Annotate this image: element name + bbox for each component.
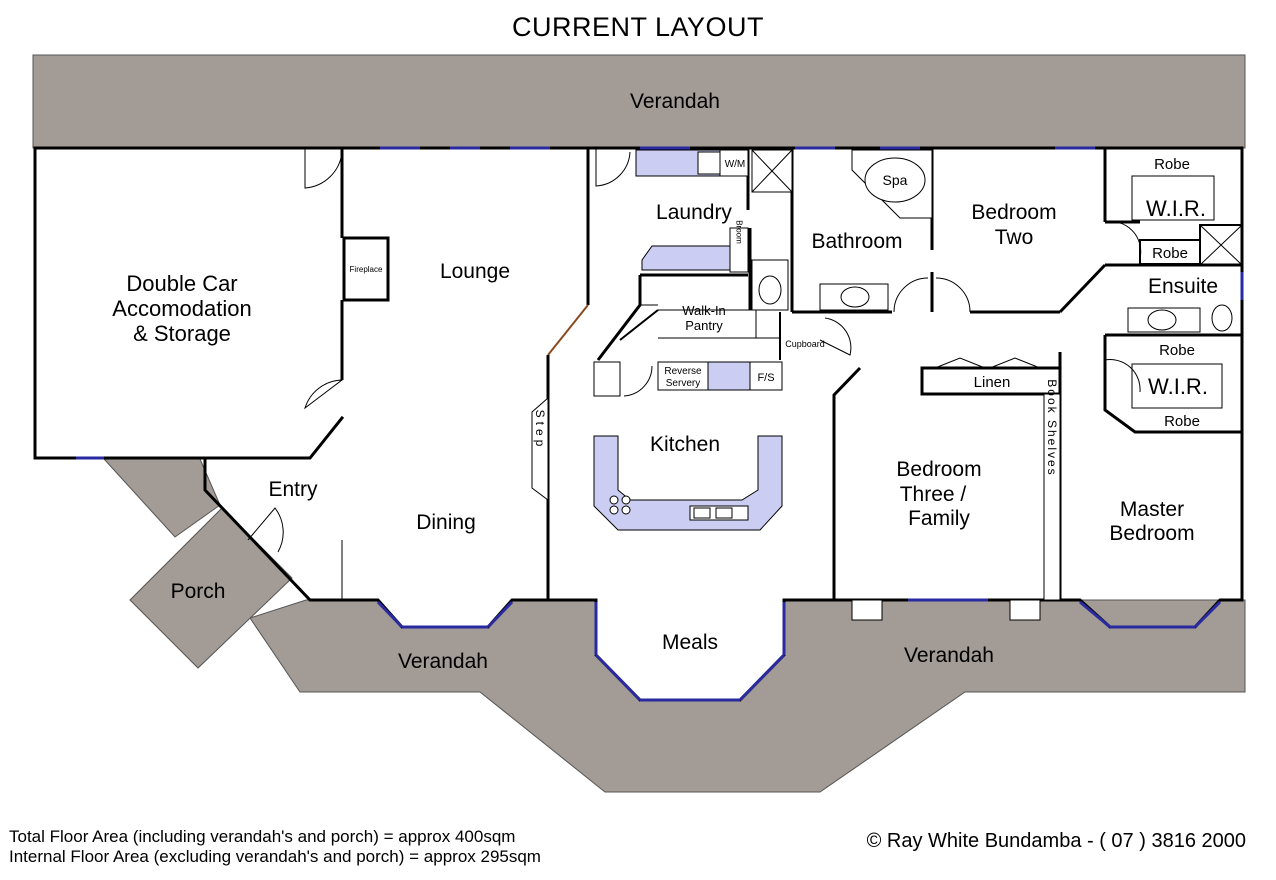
kitchen-label: Kitchen [650, 433, 720, 456]
step-label: Step [533, 410, 547, 451]
porch-label: Porch [171, 580, 226, 603]
entry-label: Entry [268, 478, 318, 501]
robe-mid-label: Robe [1159, 342, 1195, 359]
bathroom-label: Bathroom [811, 230, 902, 253]
servery-benches [593, 304, 783, 397]
laundry-benches [635, 149, 749, 273]
internal-walls [340, 148, 1242, 600]
bedroom-three-label-line3: Family [908, 507, 970, 530]
garage-label-line1: Double Car [126, 271, 237, 296]
fireplace-label: Fireplace [350, 265, 383, 274]
fs-label: F/S [757, 372, 774, 384]
agency-credit: © Ray White Bundamba - ( 07 ) 3816 2000 [866, 830, 1246, 852]
bathroom-fittings [751, 149, 933, 311]
verandah-side-strip [102, 458, 221, 538]
internal-floor-area: Internal Floor Area (excluding verandah'… [9, 847, 541, 866]
plan-title: CURRENT LAYOUT [511, 12, 765, 42]
master-bedroom-label-line1: Master [1120, 498, 1184, 521]
bookshelf [1043, 393, 1061, 601]
verandah-top [32, 54, 1246, 149]
ensuite-label: Ensuite [1148, 275, 1218, 298]
step [531, 396, 549, 501]
master-bedroom-label-line2: Bedroom [1109, 522, 1194, 545]
bedroom-two-label-line2: Two [995, 226, 1034, 249]
windows [76, 146, 1244, 702]
servery-label-line1: Reverse [664, 366, 702, 377]
ensuite-fittings [1127, 304, 1233, 333]
meals-bay-floor [596, 600, 784, 700]
cooktop-icon [609, 495, 631, 515]
servery-label-line2: Servery [666, 378, 700, 389]
book-shelves-label: Book Shelves [1045, 379, 1059, 476]
broom-label: Broom [735, 220, 744, 244]
robe-bottom-label: Robe [1164, 413, 1200, 430]
garage-label-line2: Accomodation [112, 296, 251, 321]
garage-label-line3: & Storage [133, 321, 231, 346]
verandah-posts [851, 599, 1041, 621]
dining-label: Dining [416, 511, 476, 534]
robe-small-label: Robe [1152, 245, 1188, 262]
meals-label: Meals [662, 631, 718, 654]
verandah-top-label: Verandah [630, 90, 720, 113]
bedroom-three-label-line1: Bedroom [896, 458, 981, 481]
bedroom-three-label-line2: Three / [900, 483, 967, 506]
laundry-label: Laundry [656, 201, 732, 224]
cupboard-label: Cupboard [785, 339, 825, 349]
robe-top-label: Robe [1154, 156, 1190, 173]
verandah-bottom-left-label: Verandah [398, 650, 488, 673]
wm-label: W/M [725, 159, 746, 170]
wir-top-label: W.I.R. [1146, 196, 1206, 221]
sink-icon [689, 505, 749, 521]
porch [129, 507, 293, 669]
pantry-label-line1: Walk-In [682, 303, 726, 318]
wir-bottom-label: W.I.R. [1148, 374, 1208, 399]
lounge-label: Lounge [440, 260, 510, 283]
linen-label: Linen [974, 374, 1011, 391]
pantry-label-line2: Pantry [685, 318, 723, 333]
spa-label: Spa [883, 172, 908, 188]
bedroom-two-label-line1: Bedroom [971, 201, 1056, 224]
total-floor-area: Total Floor Area (including verandah's a… [9, 827, 516, 846]
door-swings [247, 148, 1142, 553]
dining-bay-floor [378, 600, 512, 627]
verandah-bottom-right-label: Verandah [904, 644, 994, 667]
robe-boxes [1103, 175, 1243, 409]
